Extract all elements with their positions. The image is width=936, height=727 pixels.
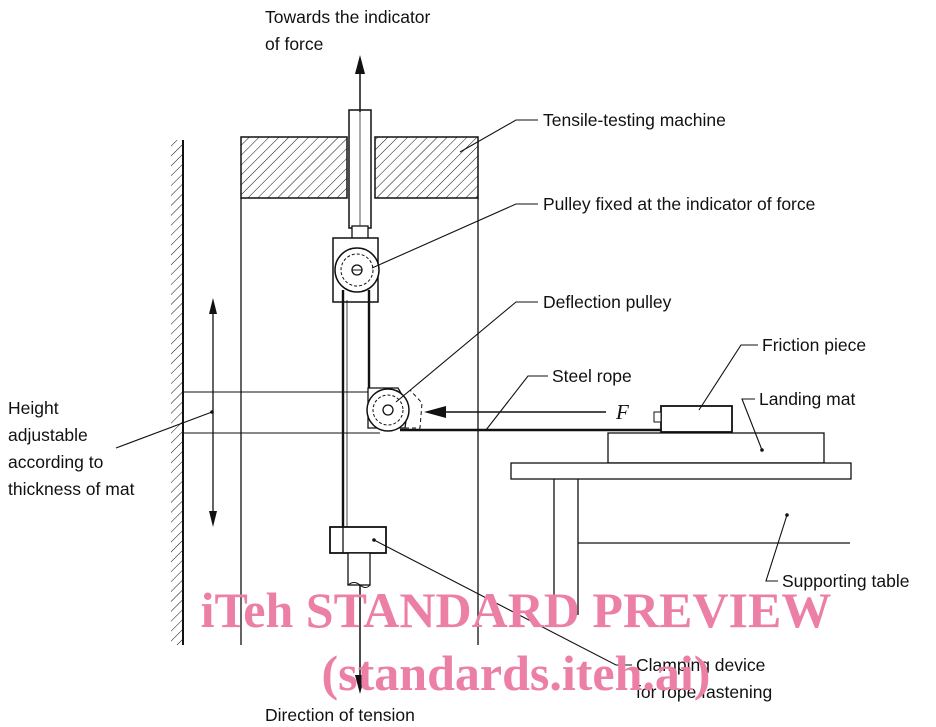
label-supporting-table: Supporting table: [782, 571, 909, 591]
vertical-rod: [348, 109, 372, 241]
steel-rope-vertical: [341, 290, 371, 527]
machine-frame: [240, 136, 479, 645]
clamp-leader-dot: [372, 538, 376, 542]
deflection-pulley: [366, 387, 423, 432]
label-deflection-pulley: Deflection pulley: [543, 292, 672, 312]
label-height-2: adjustable: [8, 425, 88, 445]
label-clamping-1: Clamping device: [636, 655, 765, 675]
pulley-fixed-at-indicator: [332, 237, 380, 303]
label-friction-piece: Friction piece: [762, 335, 866, 355]
up-arrow: [355, 55, 365, 112]
wall: [171, 140, 184, 645]
label-height-4: thickness of mat: [8, 479, 135, 499]
height-leader-dot: [210, 410, 214, 414]
label-pulley-fixed: Pulley fixed at the indicator of force: [543, 194, 815, 214]
watermark-line-1: iTeh STANDARD PREVIEW: [201, 582, 832, 638]
supporting-table: [510, 462, 852, 615]
force-symbol: F: [615, 400, 629, 424]
label-direction-tension: Direction of tension: [265, 705, 415, 725]
force-arrow: [424, 406, 606, 418]
label-height-1: Height: [8, 398, 59, 418]
label-towards-indicator-2: of force: [265, 34, 323, 54]
label-tensile-machine: Tensile-testing machine: [543, 110, 726, 130]
down-arrow: [355, 585, 365, 694]
label-height-3: according to: [8, 452, 103, 472]
friction-piece: [653, 405, 733, 433]
label-clamping-2: for rope fastening: [636, 682, 772, 702]
leader-lines: [115, 119, 788, 666]
label-towards-indicator-1: Towards the indicator: [265, 7, 431, 27]
label-landing-mat: Landing mat: [759, 389, 855, 409]
watermark-line-2: (standards.iteh.ai): [322, 645, 711, 701]
label-steel-rope: Steel rope: [552, 366, 632, 386]
landing-mat: [607, 432, 825, 464]
clamping-device: [329, 526, 387, 588]
